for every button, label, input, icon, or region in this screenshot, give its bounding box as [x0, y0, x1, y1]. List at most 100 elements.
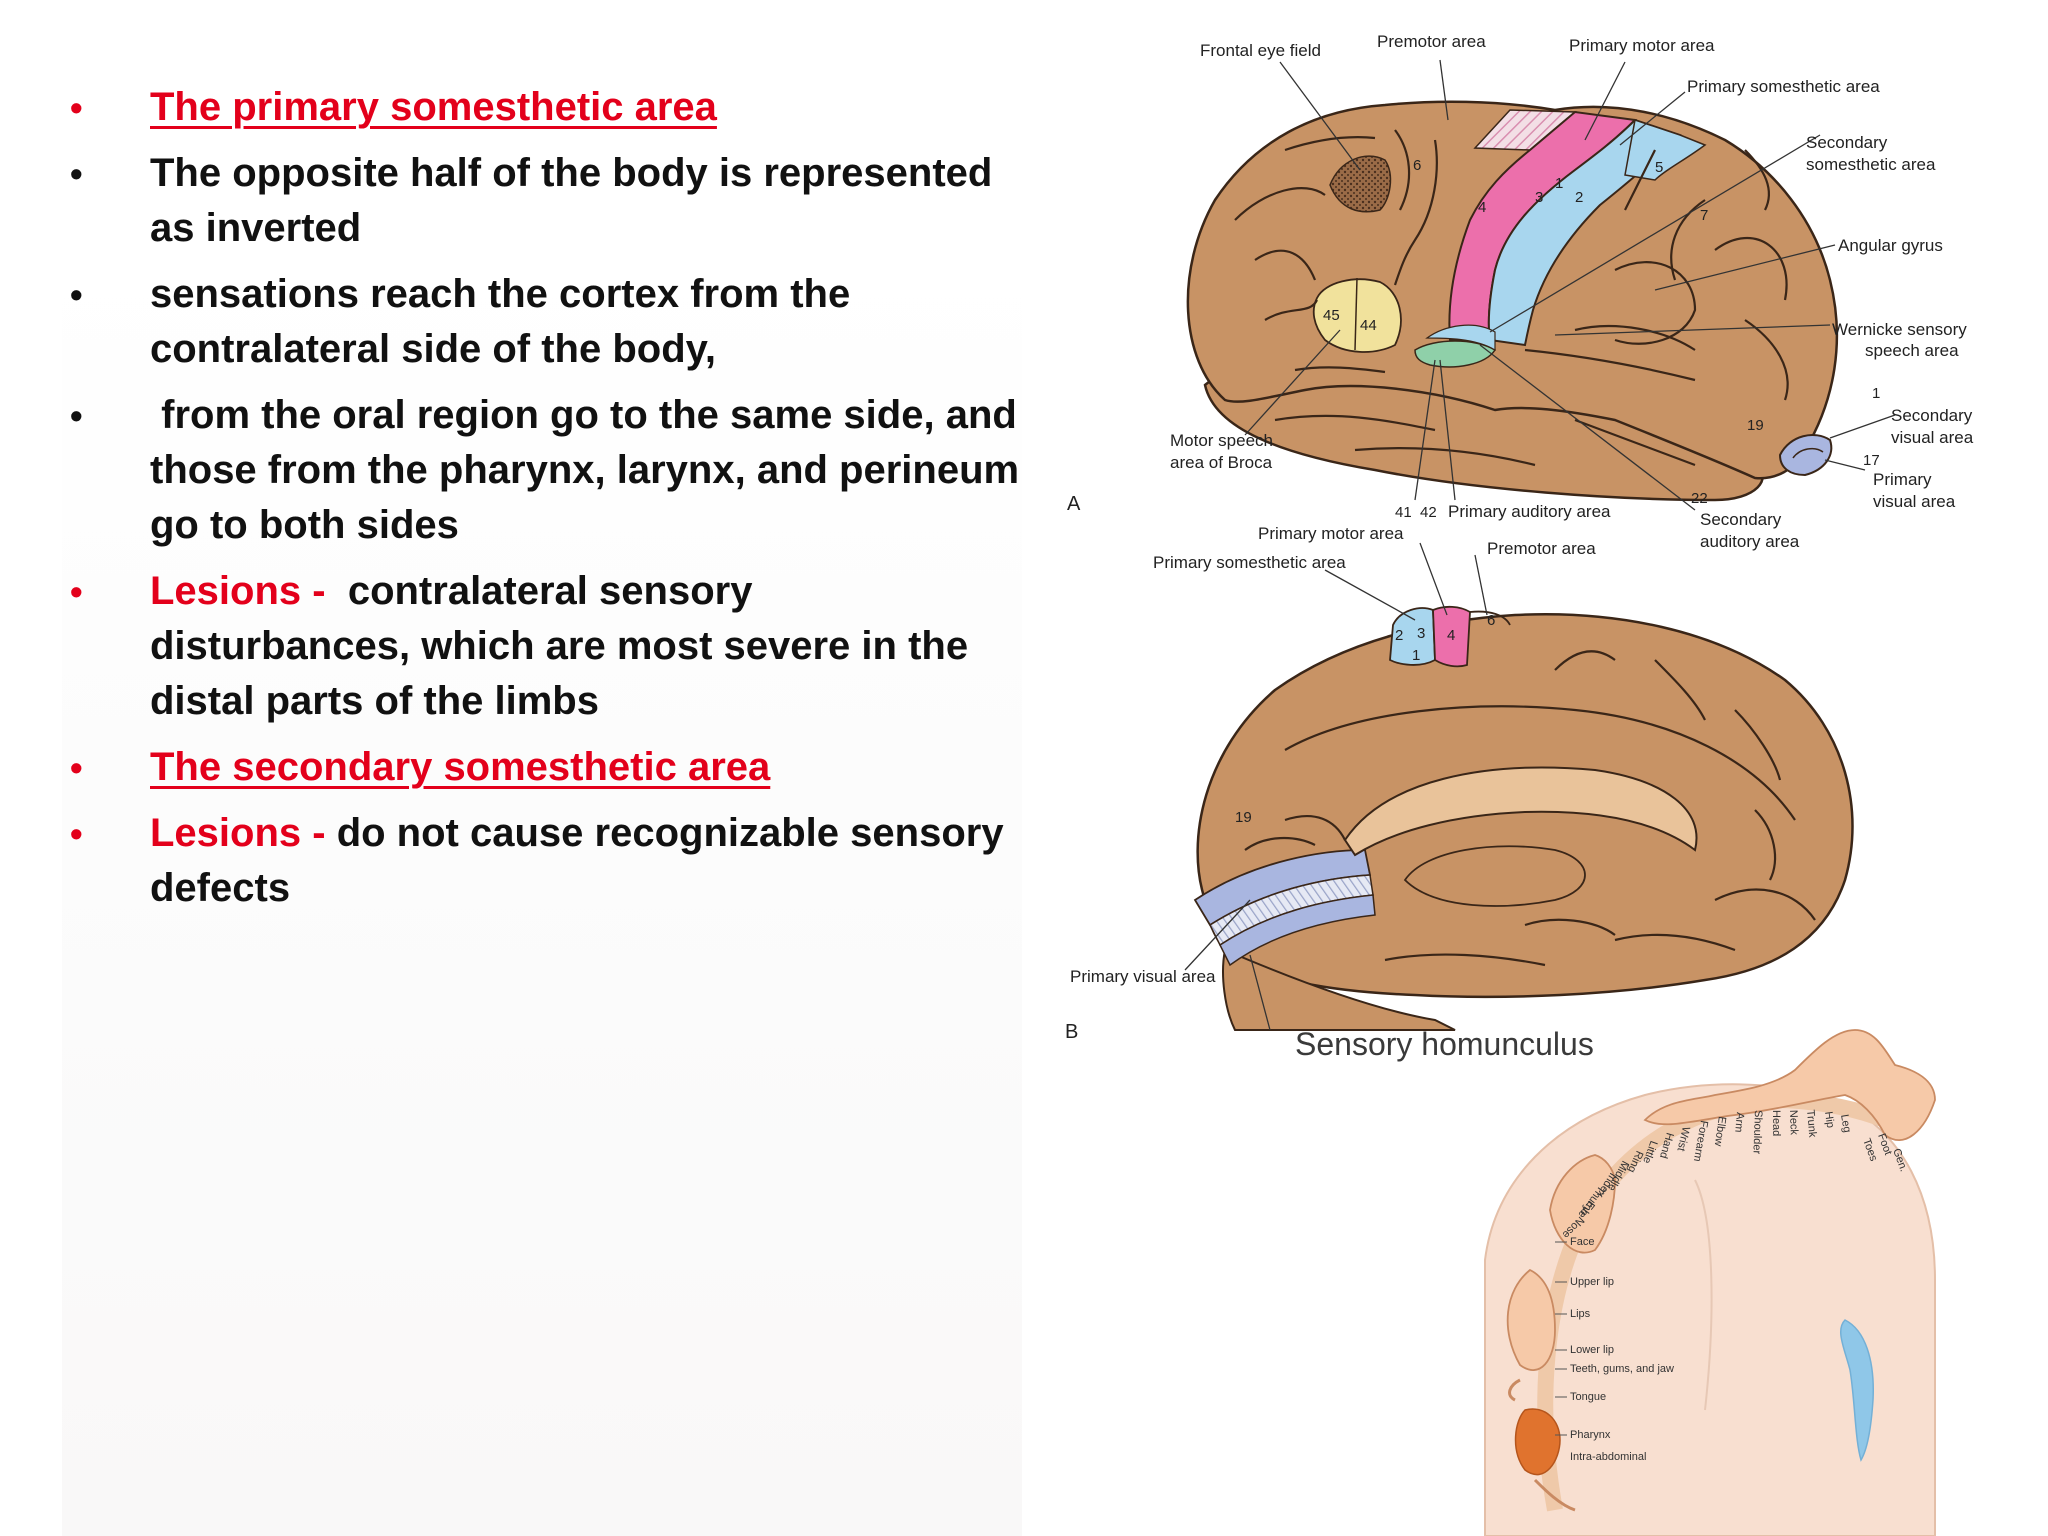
area-number: 6 — [1413, 157, 1421, 174]
bullet-item: • Lesions - contralateral sensory distur… — [70, 564, 1020, 729]
text-panel-background — [62, 0, 1022, 1536]
sulci-lateral — [1234, 129, 1789, 467]
label-wernicke: Wernicke sensory — [1832, 320, 1967, 339]
body-part-label: Teeth, gums, and jaw — [1570, 1363, 1674, 1375]
area-number: 42 — [1420, 504, 1437, 521]
label-secondary-auditory: auditory area — [1700, 532, 1800, 551]
body-part-label: Tongue — [1570, 1391, 1606, 1403]
homunculus-tongue — [1514, 1408, 1561, 1476]
bullet-label: Lesions - — [150, 811, 337, 855]
label-primary-motor-area-b: Primary motor area — [1258, 524, 1404, 543]
bullet-marker: • — [70, 571, 83, 612]
homunculus-title: Sensory homunculus — [1295, 1026, 1594, 1062]
bullet-label: Lesions - — [150, 569, 337, 613]
bullet-text: contralateral sensory disturbances, whic… — [150, 569, 969, 723]
bullet-marker: • — [70, 747, 83, 788]
medial-brain-view: 2 3 1 4 6 19 Primary motor area Premotor… — [1065, 524, 1854, 1043]
bullet-item: • sensations reach the cortex from the c… — [70, 267, 1020, 377]
body-part-label: Shoulder — [1750, 1110, 1764, 1155]
body-part-label: Wrist — [1674, 1125, 1691, 1152]
bullet-text: The opposite half of the body is represe… — [150, 151, 993, 250]
area-number: 2 — [1395, 627, 1403, 644]
body-part-label: Lips — [1570, 1308, 1591, 1320]
label-premotor-area-b: Premotor area — [1487, 539, 1596, 558]
bullet-heading: The primary somesthetic area — [150, 85, 717, 129]
label-primary-visual: visual area — [1873, 492, 1956, 511]
bullet-item: • The primary somesthetic area — [70, 80, 1020, 135]
area-number: 41 — [1395, 504, 1412, 521]
label-secondary-visual: Secondary — [1891, 406, 1973, 425]
bullet-marker: • — [70, 813, 83, 854]
area-number: 5 — [1655, 159, 1663, 176]
bullet-text: sensations reach the cortex from the con… — [150, 272, 851, 371]
bullet-text: do not cause recognizable sensory defect… — [150, 811, 1004, 910]
label-broca: Motor speech — [1170, 431, 1273, 450]
medial-motor — [1432, 605, 1471, 668]
label-primary-visual: Primary — [1873, 470, 1932, 489]
label-primary-somesthetic-area: Primary somesthetic area — [1687, 77, 1880, 96]
label-secondary-visual: visual area — [1891, 428, 1974, 447]
area-number: 3 — [1535, 189, 1543, 206]
homunculus-labels: Toes Foot Gen. Leg Hip Trunk Neck Head S… — [1555, 1109, 1910, 1463]
area-5-region — [1624, 119, 1707, 181]
bullet-item: • Lesions - do not cause recognizable se… — [70, 806, 1020, 916]
leader-lines-b — [1184, 542, 1488, 1031]
label-frontal-eye-field: Frontal eye field — [1200, 41, 1321, 60]
homunculus-body — [1643, 1029, 1936, 1141]
area-number: 45 — [1323, 307, 1340, 324]
body-part-label: Neck — [1787, 1110, 1800, 1136]
body-part-label: Trunk — [1804, 1109, 1818, 1138]
body-part-label: Leg — [1838, 1113, 1853, 1133]
auditory-blue — [1425, 324, 1496, 352]
area-number: 19 — [1747, 417, 1764, 434]
label-primary-somesthetic-b: Primary somesthetic area — [1153, 553, 1346, 572]
label-premotor-area: Premotor area — [1377, 32, 1486, 51]
body-part-label: Head — [1770, 1110, 1782, 1136]
area-number: 7 — [1700, 207, 1708, 224]
body-part-label: Pharynx — [1570, 1429, 1611, 1441]
lateral-ventricle — [1840, 1319, 1874, 1462]
label-secondary-somesthetic: somesthetic area — [1806, 155, 1936, 174]
bullet-list: • The primary somesthetic area • The opp… — [70, 80, 1020, 927]
corpus-callosum — [1343, 766, 1698, 857]
label-broca: area of Broca — [1170, 453, 1273, 472]
label-primary-visual-b: Primary visual area — [1070, 967, 1216, 986]
panel-letter-a: A — [1067, 493, 1081, 515]
label-secondary-auditory: Secondary — [1700, 510, 1782, 529]
label-secondary-somesthetic: Secondary — [1806, 133, 1888, 152]
label-primary-auditory: Primary auditory area — [1448, 502, 1611, 521]
bullet-marker: • — [70, 395, 83, 436]
area-number: 1 — [1412, 647, 1420, 664]
bullet-item: • The secondary somesthetic area — [70, 740, 1020, 795]
body-part-label: Hip — [1822, 1111, 1836, 1129]
homunculus-hand — [1549, 1154, 1616, 1254]
body-part-label: Intra-abdominal — [1570, 1451, 1646, 1463]
area-number: 1 — [1555, 175, 1563, 192]
bullet-item: • from the oral region go to the same si… — [70, 388, 1020, 553]
leader-lines-a — [1244, 59, 1896, 511]
bullet-marker: • — [70, 87, 83, 128]
area-number: 4 — [1447, 627, 1455, 644]
sulci-medial — [1244, 650, 1816, 967]
area-number: 19 — [1235, 809, 1252, 826]
area-number: 17 — [1863, 452, 1880, 469]
homunculus-tick-lines — [1555, 1241, 1567, 1436]
panel-letter-b: B — [1065, 1021, 1078, 1043]
area-number: 22 — [1691, 490, 1708, 507]
area-number: 1 — [1872, 385, 1880, 402]
lateral-brain-view: 6 4 3 1 2 5 7 45 44 19 1 17 22 41 42 — [1067, 32, 1974, 551]
label-angular-gyrus: Angular gyrus — [1838, 236, 1943, 255]
bullet-text: from the oral region go to the same side… — [150, 393, 1031, 547]
bullet-marker: • — [70, 274, 83, 315]
area-number: 6 — [1487, 612, 1495, 629]
body-part-label: Arm — [1732, 1112, 1746, 1133]
thalamus — [1403, 845, 1586, 907]
bullet-heading: The secondary somesthetic area — [150, 745, 771, 789]
area-number: 3 — [1417, 625, 1425, 642]
label-wernicke: speech area — [1865, 341, 1959, 360]
body-part-label: Face — [1570, 1236, 1594, 1248]
body-part-label: Upper lip — [1570, 1276, 1614, 1288]
brain-figure-svg: 6 4 3 1 2 5 7 45 44 19 1 17 22 41 42 — [1065, 32, 1974, 1536]
bullet-marker: • — [70, 153, 83, 194]
area-number: 44 — [1360, 317, 1377, 334]
